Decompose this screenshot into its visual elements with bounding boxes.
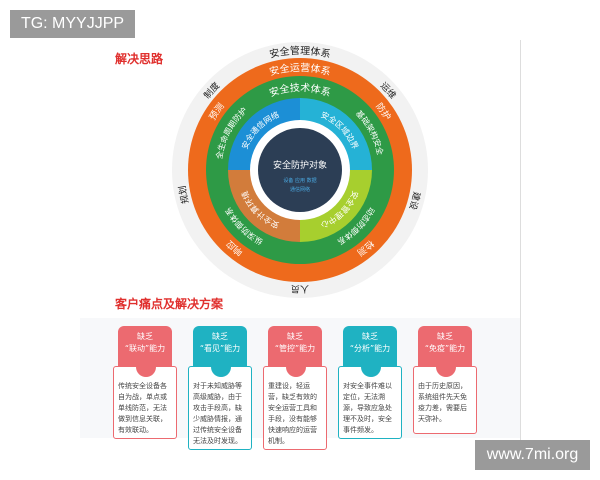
center-title: 安全防护对象 <box>273 159 327 171</box>
card-control: 缺乏 “管控”能力 重建设，轻运营，缺乏有效的安全运营工具和手段，没有能够快速响应… <box>263 326 327 450</box>
card-title: 缺乏 <box>362 332 378 341</box>
card-text: 传统安全设备各自为战，单点或单线防范，无法做到信息关联，有效联动。 <box>118 382 167 434</box>
card-title: 缺乏 <box>137 332 153 341</box>
card-title: “管控”能力 <box>274 344 316 353</box>
card-linkage: 缺乏 “联动”能力 传统安全设备各自为战，单点或单线防范，无法做到信息关联，有效联… <box>113 326 177 439</box>
card-title: 缺乏 <box>437 332 453 341</box>
svg-text:安全运营体系: 安全运营体系 <box>268 61 332 78</box>
divider <box>520 40 521 440</box>
center-sub2: 通信网络 <box>290 186 310 193</box>
card-title: “看见”能力 <box>199 344 241 353</box>
ops-ring-title: 安全运营体系 <box>268 61 332 78</box>
card-title: “分析”能力 <box>349 344 391 353</box>
card-text: 对安全事件难以定位，无法溯源，导致应急处理不及时，安全事件频发。 <box>343 382 392 434</box>
tech-ring-title: 安全技术体系 <box>268 81 333 99</box>
security-ring-diagram: 安全管理体系 运维 建设 人员 规划 制度 安全运营体系 防护 检测 响应 预测… <box>172 42 428 298</box>
card-title: 缺乏 <box>287 332 303 341</box>
pain-points-heading: 客户痛点及解决方案 <box>115 297 224 311</box>
outer-ring-title: 安全管理体系 <box>268 44 332 61</box>
card-visibility: 缺乏 “看见”能力 对于未知威胁等高级威胁，由于攻击手段高，缺少威胁情报，通过传统… <box>188 326 252 450</box>
card-text: 由于历史原因，系统组件先天免疫力差，需要后天弥补。 <box>418 382 467 423</box>
center-sub1: 设备 应用 数据 <box>283 177 316 184</box>
svg-text:安全管理体系: 安全管理体系 <box>268 44 332 61</box>
card-text: 对于未知威胁等高级威胁，由于攻击手段高，缺少威胁情报，通过传统安全设备无法及时发… <box>193 382 242 445</box>
card-title: “免疫”能力 <box>424 344 466 353</box>
protected-objects-center <box>258 128 342 212</box>
card-analysis: 缺乏 “分析”能力 对安全事件难以定位，无法溯源，导致应急处理不及时，安全事件频发… <box>338 326 402 439</box>
card-title: “联动”能力 <box>124 344 166 353</box>
card-title: 缺乏 <box>212 332 228 341</box>
watermark-top: TG: MYYJJPP <box>10 10 135 38</box>
solution-heading: 解决思路 <box>115 52 164 66</box>
card-immunity: 缺乏 “免疫”能力 由于历史原因，系统组件先天免疫力差，需要后天弥补。 <box>413 326 477 434</box>
watermark-bottom: www.7mi.org <box>475 440 590 470</box>
card-text: 重建设，轻运营，缺乏有效的安全运营工具和手段，没有能够快速响应的运营机制。 <box>268 382 317 445</box>
pain-point-cards: 缺乏 “联动”能力 传统安全设备各自为战，单点或单线防范，无法做到信息关联，有效联… <box>80 318 520 450</box>
svg-text:安全技术体系: 安全技术体系 <box>268 81 333 99</box>
